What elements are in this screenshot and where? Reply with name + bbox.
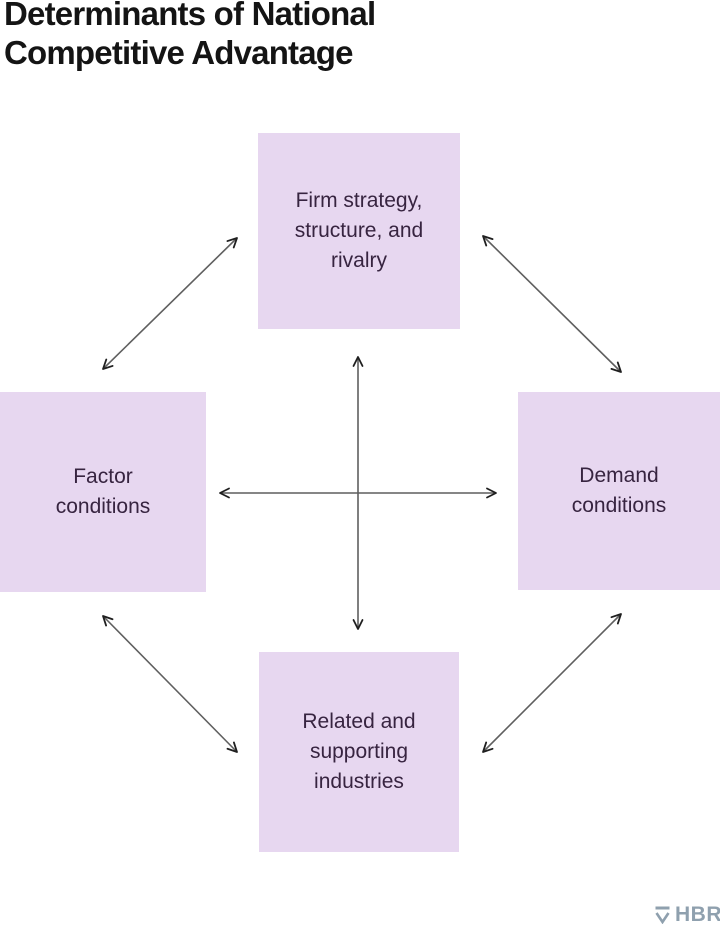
arrow-bottom-left	[102, 615, 238, 753]
hbr-logo-text: HBR	[675, 903, 720, 926]
arrow-bottom-right	[482, 613, 622, 753]
arrow-top-left	[102, 237, 238, 370]
node-label: Related and supporting industries	[302, 710, 416, 793]
hbr-shield-icon	[655, 906, 670, 924]
node-label: Firm strategy, structure, and rivalry	[294, 189, 424, 272]
node-label: Factor conditions	[55, 465, 151, 518]
node-label: Demand conditions	[571, 464, 667, 517]
hbr-logo: HBR	[654, 903, 720, 927]
node-related-supporting-industries: Related and supporting industries	[259, 652, 459, 852]
node-factor-conditions: Factor conditions	[0, 392, 206, 592]
page-title: Determinants of National Competitive Adv…	[4, 0, 376, 71]
node-firm-strategy-structure-rivalry: Firm strategy, structure, and rivalry	[258, 133, 460, 329]
arrow-top-right	[482, 235, 622, 373]
node-demand-conditions: Demand conditions	[518, 392, 720, 590]
